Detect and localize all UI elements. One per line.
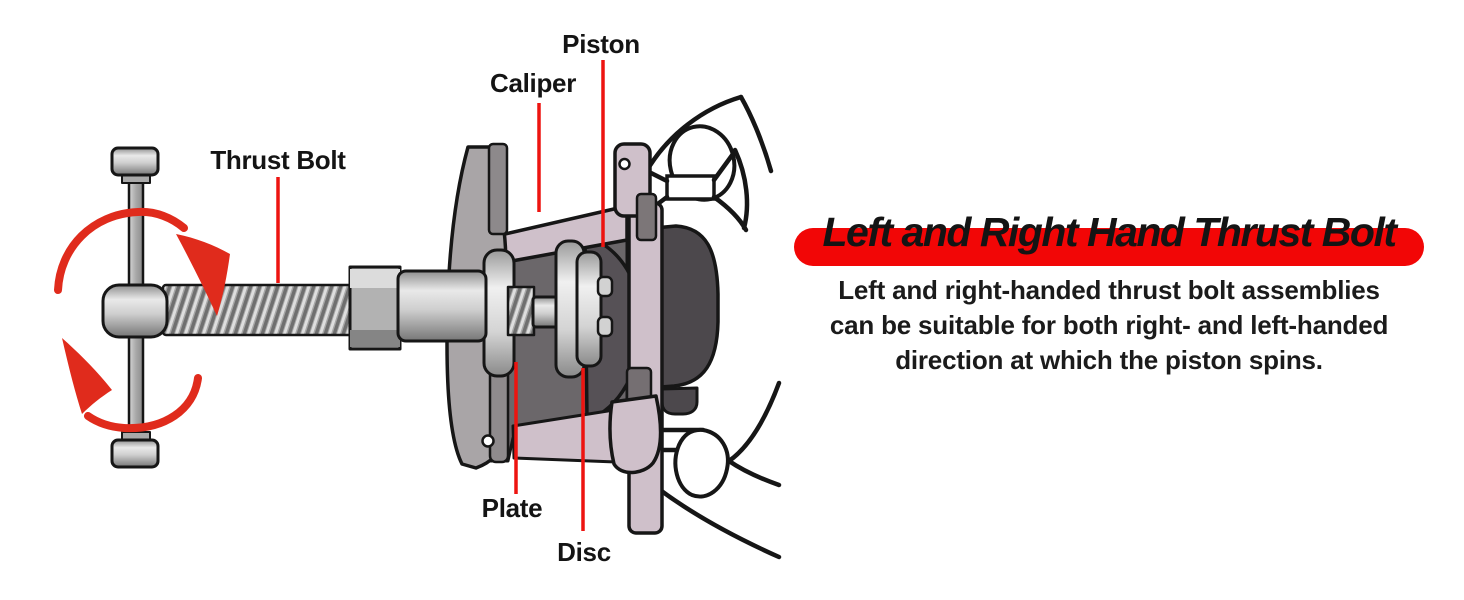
inner-thread <box>506 285 536 337</box>
brake-pad-tab <box>660 386 699 416</box>
label-thrust-bolt: Thrust Bolt <box>210 145 346 175</box>
thrust-bolt-thread <box>161 283 361 337</box>
description-line: can be suitable for both right- and left… <box>829 310 1389 340</box>
sleeve-cylinder <box>396 269 488 343</box>
disc-shape-front <box>575 250 603 368</box>
t-handle-top-cap <box>110 146 160 177</box>
disc-pin-top <box>596 275 614 298</box>
knuckle-lug-outline <box>665 174 716 201</box>
description: Left and right-handed thrust bolt assemb… <box>782 273 1436 378</box>
caliper-ear-tab <box>635 192 658 242</box>
rotation-arrow-top-icon <box>54 207 230 316</box>
label-disc: Disc <box>557 537 611 567</box>
leader-lines <box>276 60 605 531</box>
knuckle-lower-lobe-outline <box>673 427 730 499</box>
label-piston: Piston <box>562 29 640 59</box>
page-title: Left and Right Hand Thrust Bolt <box>822 209 1397 255</box>
knuckle-line-art <box>630 94 782 560</box>
label-caliper: Caliper <box>489 68 577 98</box>
rotation-arrow-bottom-icon <box>62 338 202 433</box>
thrust-bolt-tool <box>101 146 614 469</box>
brake-caliper-tool-diagram <box>54 60 782 560</box>
label-plate: Plate <box>481 493 543 523</box>
bolt-hub <box>101 283 169 339</box>
caliper-foot <box>608 394 663 475</box>
flange-top-tab <box>487 142 509 236</box>
description-line: Left and right-handed thrust bolt assemb… <box>838 275 1380 305</box>
t-handle-bottom-cap <box>110 438 160 469</box>
disc-pin-bottom <box>596 315 614 338</box>
description-line: direction at which the piston spins. <box>895 345 1323 375</box>
caliper-ear-hole <box>618 157 631 171</box>
title-banner <box>794 228 1424 266</box>
flange-hole <box>481 434 495 448</box>
